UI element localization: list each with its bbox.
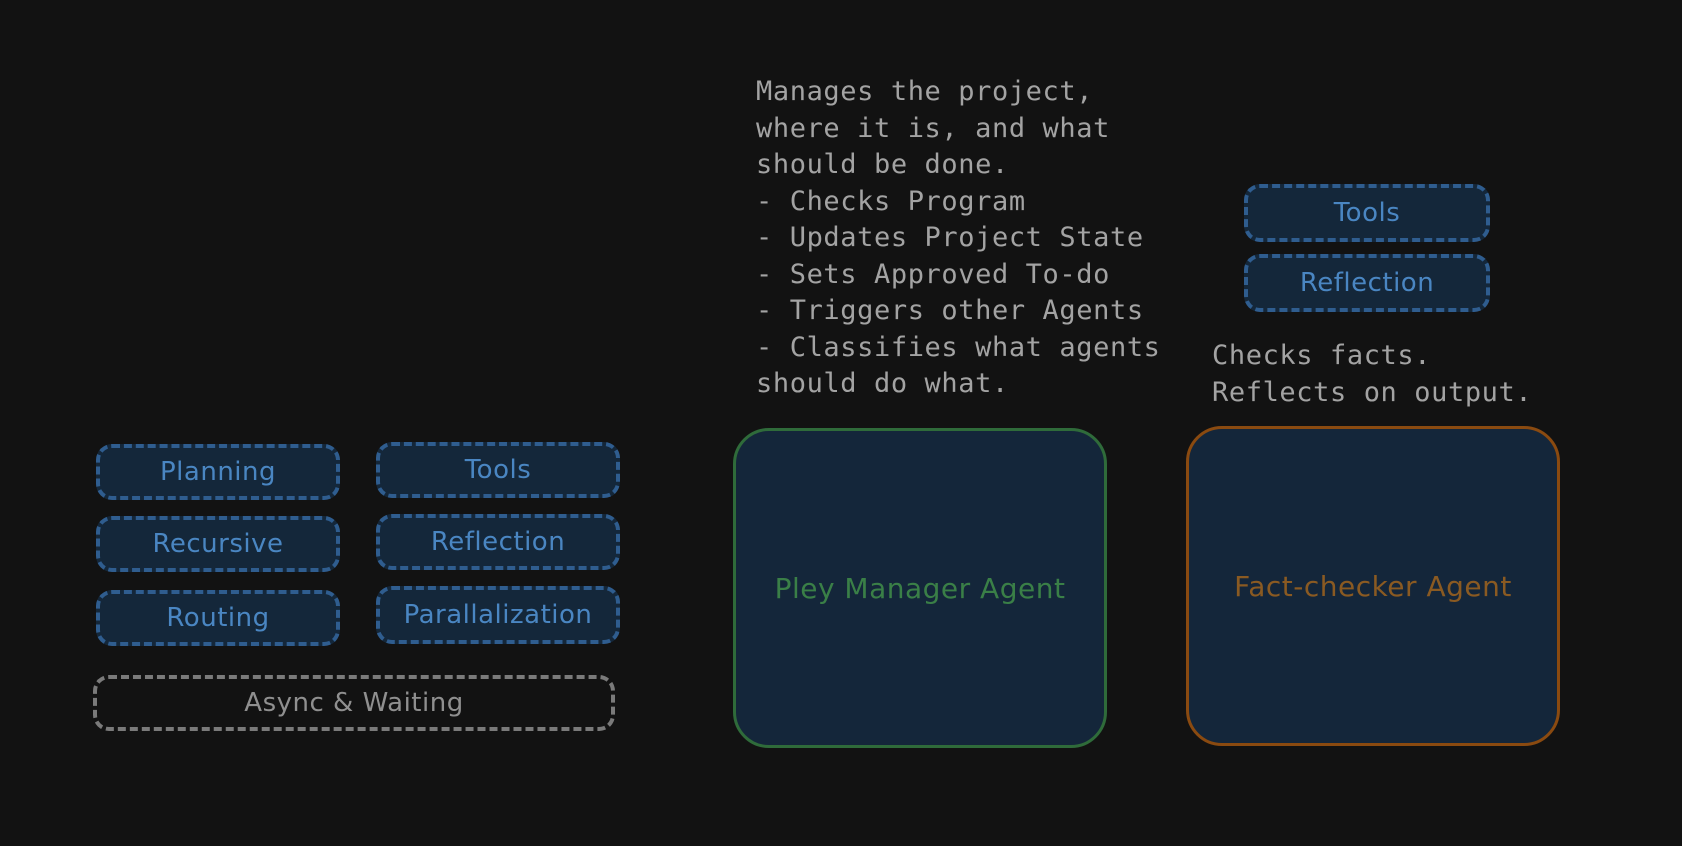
manager-desc-line: Manages the project, <box>756 76 1094 107</box>
recursive-box: Recursive <box>96 516 340 572</box>
tools-box: Tools <box>376 442 620 498</box>
fact-checker-desc-line: Checks facts. <box>1212 340 1432 371</box>
planning-box: Planning <box>96 444 340 500</box>
manager-description: Manages the project, where it is, and wh… <box>756 74 1161 403</box>
reflection-box: Reflection <box>376 514 620 570</box>
manager-desc-line: should be done. <box>756 149 1009 180</box>
manager-desc-line: where it is, and what <box>756 112 1110 144</box>
fact-checker-reflection-box: Reflection <box>1244 254 1490 312</box>
fact-checker-desc-line: Reflects on output. <box>1212 376 1533 408</box>
fact-checker-agent: Fact-checker Agent <box>1186 426 1560 746</box>
routing-box: Routing <box>96 590 340 646</box>
manager-desc-line: - Sets Approved To-do <box>756 258 1110 290</box>
manager-desc-line: - Triggers other Agents <box>756 295 1144 326</box>
fact-checker-tools-box: Tools <box>1244 184 1490 242</box>
manager-desc-line: should do what. <box>756 368 1009 399</box>
fact-checker-description: Checks facts. Reflects on output. <box>1212 338 1532 411</box>
async-waiting-box: Async & Waiting <box>93 675 615 731</box>
manager-desc-line: - Updates Project State <box>756 222 1144 253</box>
manager-desc-line: - Checks Program <box>756 185 1026 217</box>
manager-desc-line: - Classifies what agents <box>756 331 1161 363</box>
parallalization-box: Parallalization <box>376 586 620 644</box>
pley-manager-agent: Pley Manager Agent <box>733 428 1107 748</box>
